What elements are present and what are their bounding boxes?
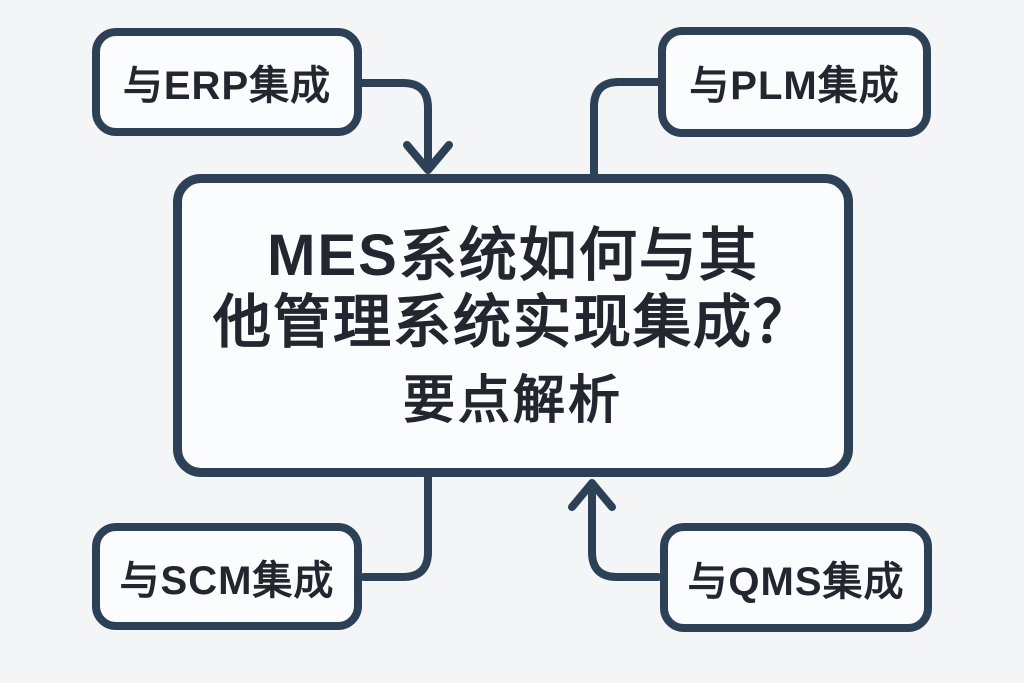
connector-plm-to-center: [590, 78, 664, 180]
connector-qms-to-center: [588, 480, 662, 581]
node-qms-label: 与QMS集成: [687, 559, 905, 604]
connector-erp-to-center: [356, 79, 432, 173]
center-title-line3: 要点解析: [402, 371, 623, 430]
center-title-line2: 他管理系统实现集成？: [212, 289, 813, 355]
center-title-line1: MES系统如何与其: [267, 222, 759, 288]
node-erp-integration: 与ERP集成: [92, 28, 362, 136]
connector-center-to-scm: [360, 471, 432, 581]
arrowhead-up-icon: [568, 479, 616, 511]
node-plm-label: 与PLM集成: [689, 64, 900, 108]
node-mes-center: MES系统如何与其 他管理系统实现集成？ 要点解析: [173, 174, 853, 477]
node-erp-label: 与ERP集成: [122, 64, 332, 108]
node-scm-integration: 与SCM集成: [92, 523, 362, 630]
arrowhead-down-icon: [403, 141, 453, 174]
node-plm-integration: 与PLM集成: [658, 27, 931, 137]
node-scm-label: 与SCM集成: [119, 558, 335, 603]
node-qms-integration: 与QMS集成: [660, 523, 932, 632]
